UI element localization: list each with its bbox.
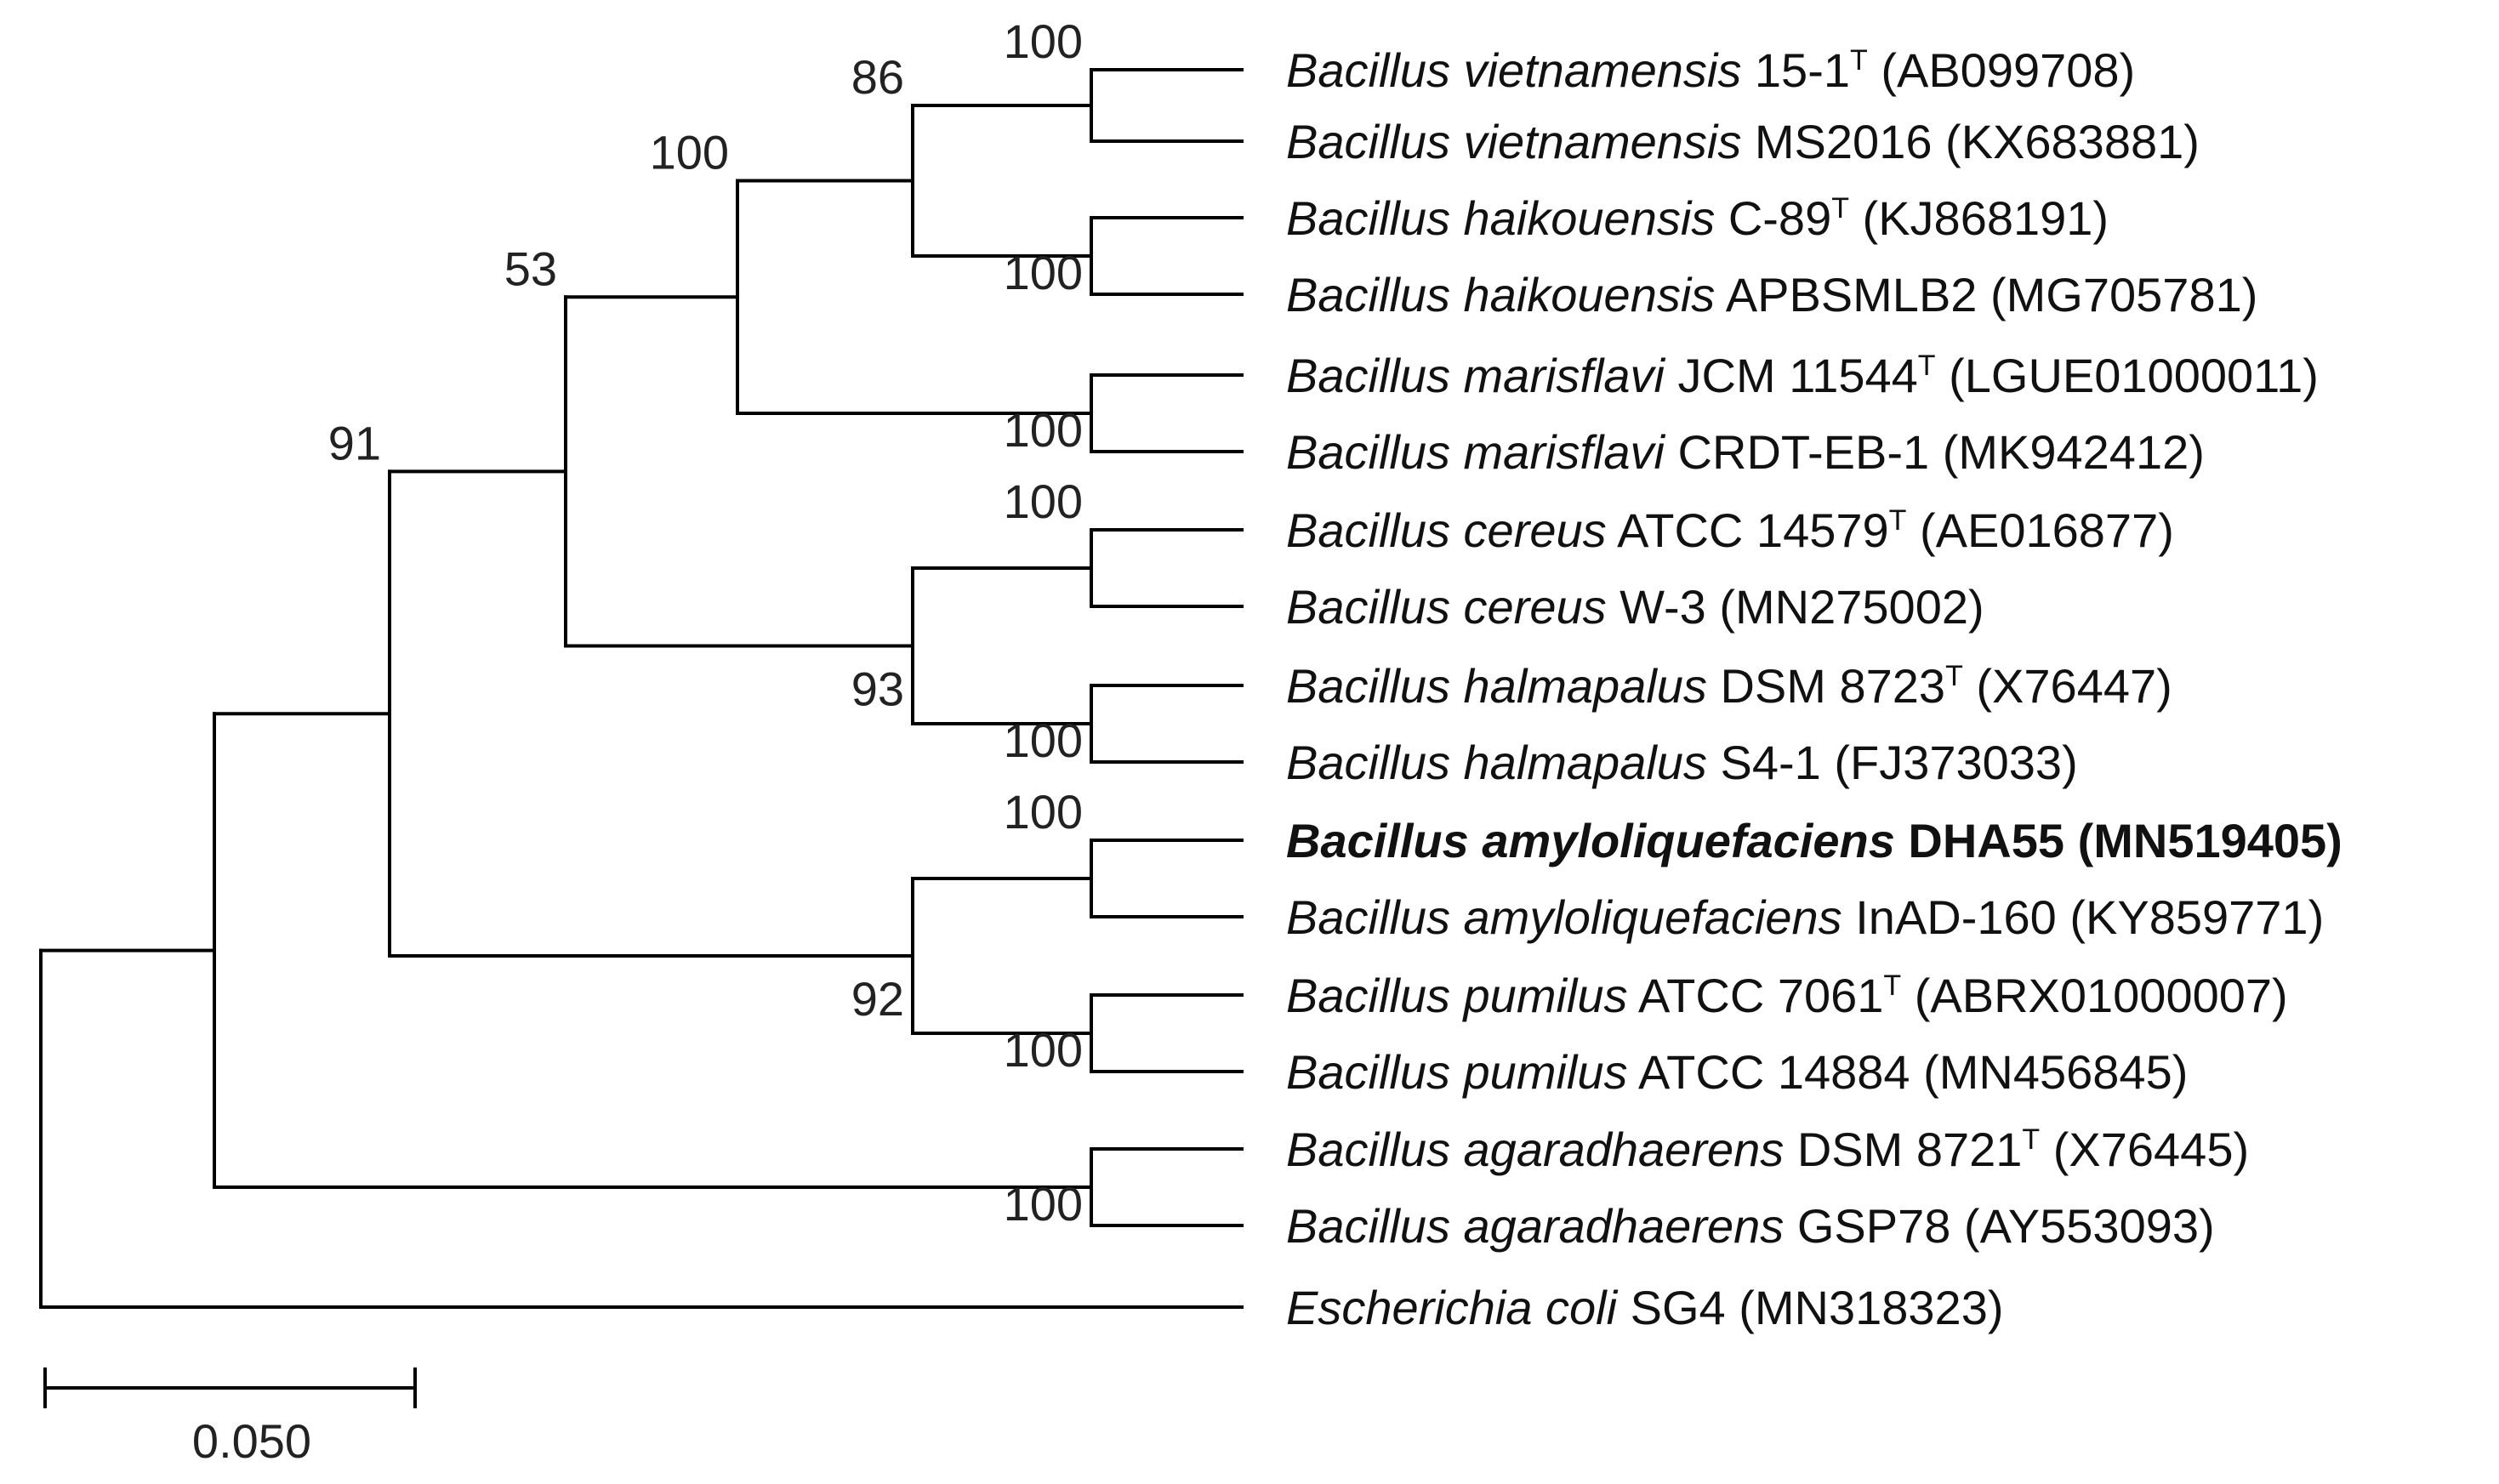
tip-strain: ATCC 7061 bbox=[1628, 969, 1884, 1022]
type-strain-mark: T bbox=[2022, 1123, 2040, 1156]
tip-label-t11: Bacillus amyloliquefaciens DHA55 (MN5194… bbox=[1286, 814, 2342, 867]
tip-species-name: Bacillus agaradhaerens bbox=[1286, 1123, 1784, 1176]
tip-strain: DHA55 bbox=[1895, 814, 2064, 867]
tip-species-name: Bacillus cereus bbox=[1286, 503, 1607, 557]
tip-species-name: Bacillus marisflavi bbox=[1286, 425, 1666, 479]
tip-label-t6: Bacillus marisflavi CRDT-EB-1 (MK942412) bbox=[1286, 425, 2205, 479]
tip-strain: ATCC 14579 bbox=[1607, 503, 1889, 557]
tip-species-name: Bacillus halmapalus bbox=[1286, 659, 1707, 713]
bootstrap-n_cereus: 100 bbox=[1004, 475, 1083, 528]
type-strain-mark: T bbox=[1850, 44, 1868, 77]
tip-label-t14: Bacillus pumilus ATCC 14884 (MN456845) bbox=[1286, 1045, 2188, 1099]
tip-accession: (AB099708) bbox=[1868, 43, 2135, 97]
tip-species-name: Bacillus pumilus bbox=[1286, 1045, 1628, 1099]
tip-strain: 15-1 bbox=[1741, 43, 1850, 97]
type-strain-mark: T bbox=[1883, 969, 1901, 1002]
bootstrap-n_viet_haik: 86 bbox=[851, 50, 904, 104]
tip-accession: (MN275002) bbox=[1706, 580, 1984, 634]
tip-accession: (MN456845) bbox=[1910, 1045, 2189, 1099]
type-strain-mark: T bbox=[1831, 192, 1849, 225]
tip-species-name: Bacillus cereus bbox=[1286, 580, 1607, 634]
tip-species-name: Bacillus halmapalus bbox=[1286, 736, 1707, 789]
bootstrap-n_haikouensis: 100 bbox=[1004, 246, 1083, 299]
tip-strain: DSM 8721 bbox=[1784, 1123, 2022, 1176]
tip-label-t8: Bacillus cereus W-3 (MN275002) bbox=[1286, 580, 1984, 634]
type-strain-mark: T bbox=[1889, 504, 1907, 537]
bootstrap-n_clade_a: 100 bbox=[650, 126, 729, 179]
tip-species-name: Bacillus haikouensis bbox=[1286, 268, 1715, 321]
tip-species-name: Bacillus amyloliquefaciens bbox=[1286, 890, 1842, 944]
tip-label-t2: Bacillus vietnamensis MS2016 (KX683881) bbox=[1286, 115, 2200, 168]
tip-strain: ATCC 14884 bbox=[1628, 1045, 1910, 1099]
tree-branches bbox=[39, 68, 1244, 1309]
scale-bar-label: 0.050 bbox=[192, 1414, 311, 1468]
tip-label-t5: Bacillus marisflavi JCM 11544T (LGUE0100… bbox=[1286, 349, 2319, 402]
bootstrap-values: 100 100 86 100 100 100 100 93 53 100 100 92 91 100 bbox=[328, 14, 1083, 1231]
tip-strain: C-89 bbox=[1715, 191, 1831, 245]
tip-label-t15: Bacillus agaradhaerens DSM 8721T (X76445… bbox=[1286, 1123, 2249, 1176]
tip-accession: (LGUE01000011) bbox=[1936, 349, 2319, 402]
tip-accession: (MG705781) bbox=[1977, 268, 2257, 321]
tip-label-t9: Bacillus halmapalus DSM 8723T (X76447) bbox=[1286, 659, 2172, 713]
tip-label-t1: Bacillus vietnamensis 15-1T (AB099708) bbox=[1286, 43, 2135, 97]
tip-accession: (FJ373033) bbox=[1821, 736, 2078, 789]
bootstrap-n_pumilus: 100 bbox=[1004, 1023, 1083, 1077]
tip-strain: JCM 11544 bbox=[1665, 349, 1918, 402]
bootstrap-n_clade_b: 53 bbox=[504, 242, 557, 295]
bootstrap-n_amylo_pum: 92 bbox=[851, 972, 904, 1026]
tip-species-name: Bacillus vietnamensis bbox=[1286, 115, 1741, 168]
scale-bar: 0.050 bbox=[43, 1367, 417, 1468]
tip-accession: (KX683881) bbox=[1932, 115, 2199, 168]
tip-species-name: Bacillus vietnamensis bbox=[1286, 43, 1741, 97]
tip-label-t16: Bacillus agaradhaerens GSP78 (AY553093) bbox=[1286, 1199, 2215, 1253]
bootstrap-n_ingroup: 91 bbox=[328, 416, 381, 469]
tip-strain: W-3 bbox=[1607, 580, 1706, 634]
tip-label-t10: Bacillus halmapalus S4-1 (FJ373033) bbox=[1286, 736, 2078, 789]
tip-strain: S4-1 bbox=[1707, 736, 1821, 789]
tip-accession: (MK942412) bbox=[1929, 425, 2205, 479]
bootstrap-n_cereus_halm: 93 bbox=[851, 662, 904, 716]
tip-species-name: Escherichia coli bbox=[1286, 1281, 1619, 1334]
tip-accession: (AY553093) bbox=[1950, 1199, 2214, 1253]
tip-accession: (ABRX01000007) bbox=[1901, 969, 2288, 1022]
tip-accession: (KY859771) bbox=[2057, 890, 2324, 944]
tip-label-t12: Bacillus amyloliquefaciens InAD-160 (KY8… bbox=[1286, 890, 2324, 944]
tip-label-t3: Bacillus haikouensis C-89T (KJ868191) bbox=[1286, 191, 2109, 245]
tip-strain: APBSMLB2 bbox=[1715, 268, 1977, 321]
tip-strain: InAD-160 bbox=[1842, 890, 2057, 944]
tip-labels: Bacillus vietnamensis 15-1T (AB099708)Ba… bbox=[1286, 43, 2342, 1334]
type-strain-mark: T bbox=[1945, 660, 1963, 692]
tip-accession: (X76445) bbox=[2040, 1123, 2249, 1176]
bootstrap-n_halmapalus: 100 bbox=[1004, 714, 1083, 767]
tip-label-t17: Escherichia coli SG4 (MN318323) bbox=[1286, 1281, 2003, 1334]
bootstrap-n_amylo: 100 bbox=[1004, 785, 1083, 839]
tip-accession: (X76447) bbox=[1963, 659, 2172, 713]
tip-label-t7: Bacillus cereus ATCC 14579T (AE016877) bbox=[1286, 503, 2174, 557]
tip-species-name: Bacillus amyloliquefaciens bbox=[1286, 814, 1895, 867]
tip-accession: (MN318323) bbox=[1726, 1281, 2004, 1334]
tip-strain: DSM 8723 bbox=[1707, 659, 1945, 713]
tip-strain: MS2016 bbox=[1741, 115, 1932, 168]
tip-accession: (AE016877) bbox=[1906, 503, 2173, 557]
tip-accession: (KJ868191) bbox=[1849, 191, 2109, 245]
tip-label-t4: Bacillus haikouensis APBSMLB2 (MG705781) bbox=[1286, 268, 2257, 321]
tip-species-name: Bacillus pumilus bbox=[1286, 969, 1628, 1022]
tip-accession: (MN519405) bbox=[2064, 814, 2342, 867]
tip-strain: GSP78 bbox=[1784, 1199, 1950, 1253]
tip-strain: CRDT-EB-1 bbox=[1665, 425, 1929, 479]
tip-label-t13: Bacillus pumilus ATCC 7061T (ABRX0100000… bbox=[1286, 969, 2288, 1022]
tip-species-name: Bacillus haikouensis bbox=[1286, 191, 1715, 245]
bootstrap-n_marisflavi: 100 bbox=[1004, 403, 1083, 457]
bootstrap-n_vietnamensis: 100 bbox=[1004, 14, 1083, 68]
tip-species-name: Bacillus marisflavi bbox=[1286, 349, 1666, 402]
tip-strain: SG4 bbox=[1617, 1281, 1726, 1334]
tip-species-name: Bacillus agaradhaerens bbox=[1286, 1199, 1784, 1253]
bootstrap-n_agaradhaerens: 100 bbox=[1004, 1177, 1083, 1231]
type-strain-mark: T bbox=[1918, 350, 1936, 382]
